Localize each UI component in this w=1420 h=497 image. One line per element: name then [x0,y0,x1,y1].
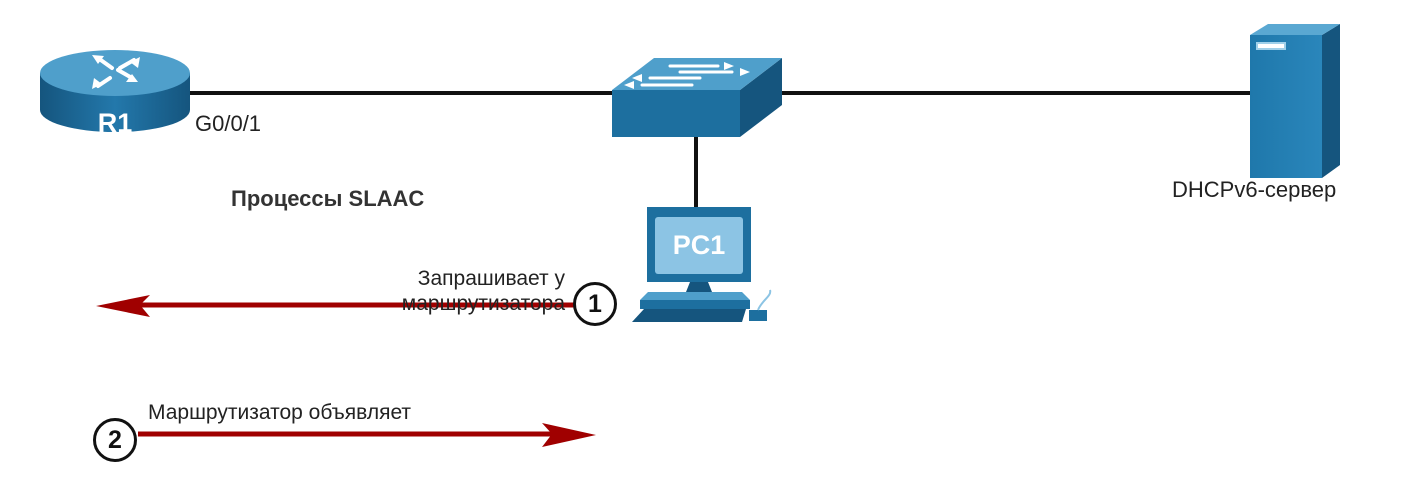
router-icon [40,50,190,132]
switch-icon [612,58,782,137]
interface-label: G0/0/1 [195,111,262,136]
server-label: DHCPv6-сервер [1172,177,1337,202]
router-label: R1 [98,108,133,138]
step1-arrow [96,295,578,317]
step2-badge: 2 [93,418,137,462]
network-links [185,91,1250,208]
step2-label: Маршрутизатор объявляет [148,401,412,424]
step1-badge: 1 [573,282,617,326]
diagram-title: Процессы SLAAC [231,186,425,211]
pc-label: PC1 [673,230,726,260]
server-icon [1250,24,1340,178]
step2-arrow [138,423,596,447]
pc-icon [632,207,772,322]
step1-label: Запрашивает у маршрутизатора [401,267,565,316]
